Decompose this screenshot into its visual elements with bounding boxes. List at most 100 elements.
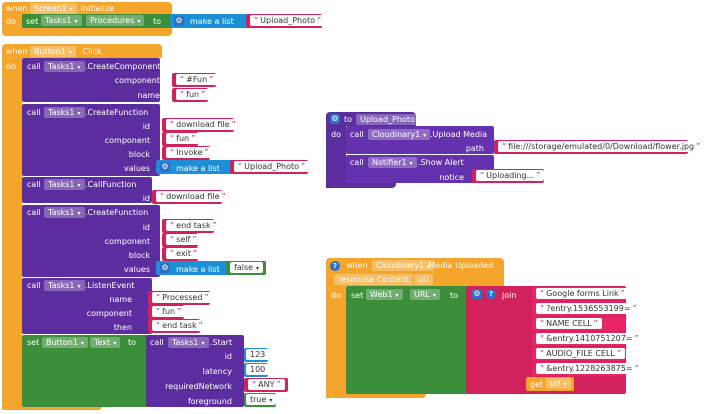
gear-icon[interactable]: ⚙	[174, 16, 184, 26]
help-icon[interactable]: ?	[330, 261, 340, 271]
le-component-dropdown[interactable]: Tasks1▾	[44, 280, 85, 291]
chevron-down-icon: ▾	[77, 110, 81, 117]
start-call-block[interactable]	[146, 335, 244, 407]
upload-method-label: .Upload Media	[430, 130, 488, 139]
gear-icon[interactable]: ⚙	[472, 289, 482, 299]
cf-id-label: id	[142, 122, 150, 131]
cf-values-label: values	[123, 164, 150, 173]
cf2-component-dropdown[interactable]: Tasks1▾	[44, 207, 85, 218]
proc-to-label: to	[344, 115, 353, 124]
media-param-response-content[interactable]: response Content	[334, 274, 413, 285]
cc-component-dropdown[interactable]: Tasks1▾	[44, 61, 85, 72]
join-item-text[interactable]: NAME CELL	[536, 318, 602, 329]
web-property-dropdown[interactable]: URL▾	[410, 289, 440, 300]
callf-id-text[interactable]: download file	[156, 191, 230, 202]
chevron-down-icon: ▾	[427, 263, 431, 270]
listen-event-block[interactable]	[22, 278, 152, 334]
create-component-block[interactable]	[22, 58, 160, 102]
start-network-text[interactable]: ANY	[248, 379, 285, 390]
join-item-text[interactable]: ?entry.1536553199=	[536, 303, 641, 314]
show-alert-call-block[interactable]	[346, 155, 494, 183]
le-component-text[interactable]: fun	[152, 306, 186, 317]
get-var-dropdown[interactable]: url▾	[546, 378, 571, 389]
alert-method-label: .Show Alert	[418, 158, 464, 167]
init-component-dropdown[interactable]: Screen1▾	[30, 3, 77, 14]
start-id-number[interactable]: 123	[246, 349, 270, 360]
cf-component-text[interactable]: fun	[166, 133, 200, 144]
le-then-text[interactable]: end task	[152, 320, 207, 331]
cf2-component-text[interactable]: self	[166, 234, 201, 245]
media-component-dropdown[interactable]: Cloudinary1▾	[372, 260, 435, 271]
init-property-dropdown[interactable]: Procedures▾	[86, 15, 145, 26]
chevron-down-icon: ▾	[77, 210, 81, 217]
button-click-event-block[interactable]	[2, 44, 162, 58]
call-function-block[interactable]	[22, 177, 152, 203]
set-web-url-block[interactable]	[346, 286, 468, 394]
callf-component-dropdown[interactable]: Tasks1▾	[44, 179, 85, 190]
click-do-label: do	[6, 62, 16, 71]
chevron-down-icon: ▾	[137, 18, 141, 25]
gear-icon[interactable]: ⚙	[330, 114, 340, 124]
cf-values-text[interactable]: Upload_Photo	[234, 161, 310, 172]
gear-icon[interactable]: ⚙	[160, 263, 170, 273]
start-component-dropdown[interactable]: Tasks1▾	[168, 337, 209, 348]
cf-block-label: block	[128, 150, 150, 159]
proc-name-field[interactable]: Upload_Photo	[356, 114, 419, 125]
upload-component-dropdown[interactable]: Cloudinary1▾	[368, 129, 431, 140]
cc-arg1-text[interactable]: #Fun	[176, 74, 218, 85]
cf-id-text[interactable]: download file	[166, 119, 240, 130]
le-name-text[interactable]: Processed	[152, 292, 213, 303]
set-button-text-block[interactable]	[22, 335, 148, 407]
upload-media-call-block[interactable]	[346, 126, 494, 154]
start-latency-number[interactable]: 100	[246, 364, 270, 375]
cc-arg2-text[interactable]: fun	[176, 89, 210, 100]
alert-notice-label: notice	[439, 173, 464, 182]
gear-icon[interactable]: ⚙	[160, 162, 170, 172]
chevron-down-icon: ▾	[80, 340, 84, 347]
chevron-down-icon: ▾	[69, 6, 73, 13]
init-when-label: when	[6, 4, 28, 13]
cc-arg1-label: component	[114, 76, 160, 85]
join-item-text[interactable]: Google forms Link	[536, 288, 629, 299]
cf2-values-bool[interactable]: false▾	[230, 262, 264, 273]
cf2-block-text[interactable]: exit	[166, 248, 202, 259]
cf2-id-text[interactable]: end task	[166, 220, 221, 231]
get-url-block[interactable]	[526, 377, 574, 391]
screen-initialize-event-bottom	[2, 28, 110, 36]
st-property-dropdown[interactable]: Text▾	[90, 337, 121, 348]
alert-component-dropdown[interactable]: Notifier1▾	[368, 157, 417, 168]
media-param-url[interactable]: url	[414, 274, 433, 285]
upload-path-text[interactable]: file:///storage/emulated/0/Download/flow…	[498, 141, 704, 152]
alert-call-label: call	[350, 158, 364, 167]
media-uploaded-bottom	[326, 390, 426, 398]
cf-block-text[interactable]: Invoke	[166, 147, 213, 158]
help-icon[interactable]: ?	[486, 289, 496, 299]
procedure-upload-photo-block[interactable]	[326, 112, 416, 126]
get-label: get	[530, 380, 544, 389]
init-do-label: do	[6, 17, 16, 26]
click-component-dropdown[interactable]: Button1▾	[30, 46, 76, 57]
st-target-dropdown[interactable]: Button1▾	[42, 337, 88, 348]
start-call-label: call	[150, 338, 164, 347]
set-procedures-block[interactable]	[22, 14, 172, 28]
join-item-text[interactable]: &entry.1228263875=	[536, 363, 643, 374]
web-target-dropdown[interactable]: Web1▾	[366, 289, 403, 300]
media-uploaded-event-block[interactable]	[326, 258, 504, 286]
init-make-list-label: make a list	[190, 17, 234, 26]
procedure-rail	[326, 126, 346, 188]
chevron-down-icon: ▾	[74, 18, 78, 25]
create-function-2-block[interactable]	[22, 205, 160, 277]
start-foreground-bool[interactable]: true▾	[246, 394, 277, 405]
init-target-dropdown[interactable]: Tasks1▾	[41, 15, 82, 26]
cf-component-dropdown[interactable]: Tasks1▾	[44, 107, 85, 118]
create-function-block[interactable]	[22, 104, 160, 176]
cf2-make-list-label: make a list	[176, 265, 220, 274]
init-list-item-text[interactable]: Upload_Photo	[250, 15, 326, 26]
cf2-values-label: values	[123, 265, 150, 274]
join-item-text[interactable]: &entry.1410751207=	[536, 333, 643, 344]
join-item-text[interactable]: AUDIO_FILE CELL	[536, 348, 626, 359]
le-call-label: call	[27, 281, 41, 290]
alert-notice-text[interactable]: Uploading...	[476, 170, 545, 181]
join-label: join	[502, 291, 517, 300]
le-name-label: name	[109, 295, 132, 304]
